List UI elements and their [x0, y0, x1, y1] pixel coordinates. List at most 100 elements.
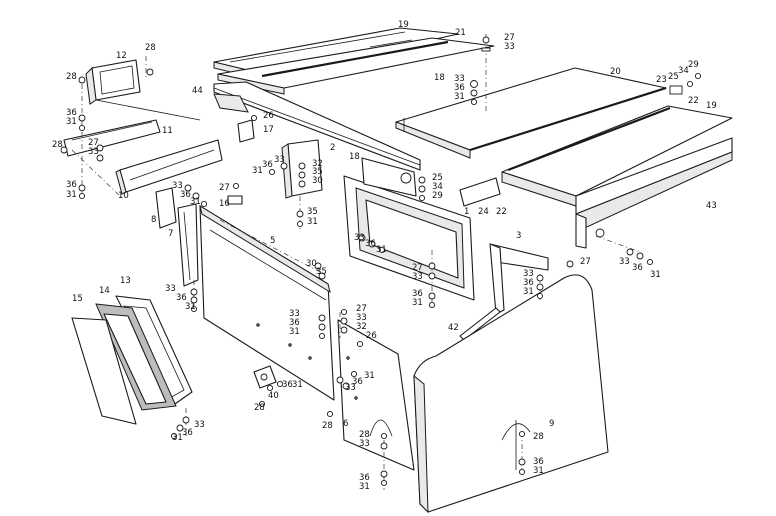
bracket-8 — [155, 187, 177, 229]
rail-10 — [115, 139, 223, 195]
callout-label: 31 — [289, 327, 300, 337]
callout-label: 26 — [263, 111, 274, 121]
callout-label: 26 — [366, 331, 377, 341]
callout-label: 9 — [549, 419, 554, 429]
callout-label: 19 — [706, 101, 717, 111]
callout-label: 3 — [516, 231, 521, 241]
callout-label: 11 — [162, 126, 173, 136]
roof-panel-20 — [395, 67, 667, 159]
callout-label: 33 — [504, 42, 515, 52]
callout-label: 31 — [359, 482, 370, 492]
callout-label: 35 — [307, 207, 318, 217]
callout-label: 18 — [349, 152, 360, 162]
callout-label: 33 — [454, 74, 465, 84]
callout-label: 8 — [151, 215, 156, 225]
side-panel-5 — [199, 204, 335, 401]
callout-label: 31 — [190, 197, 201, 207]
inner-panel-6 — [337, 319, 415, 471]
callout-label: 27 — [88, 138, 99, 148]
callout-label: 36 — [523, 278, 534, 288]
bracket-2 — [281, 139, 323, 199]
callout-label: 35 — [312, 167, 323, 177]
callout-label: 31 — [523, 287, 534, 297]
callout-label: 31 — [292, 380, 303, 390]
callout-label: 31 — [66, 190, 77, 200]
hardware-stack-right — [536, 248, 654, 300]
callout-label: 13 — [120, 276, 131, 286]
window-seal-14 — [95, 303, 177, 411]
callout-label: 36 — [365, 239, 376, 249]
callout-label: 33 — [289, 309, 300, 319]
callout-label: 33 — [359, 439, 370, 449]
side-rail-43 — [575, 137, 733, 249]
callout-label: 33 — [88, 147, 99, 157]
clip-17 — [237, 119, 255, 143]
callout-label: 1 — [464, 207, 469, 217]
callout-label: 36 — [352, 377, 363, 387]
callout-label: 31 — [185, 302, 196, 312]
callout-label: 31 — [252, 166, 263, 176]
callout-label: 31 — [307, 217, 318, 227]
callout-label: 36 — [289, 318, 300, 328]
callout-label: 25 — [668, 72, 679, 82]
callout-label: 28 — [533, 432, 544, 442]
callout-label: 31 — [650, 270, 661, 280]
hardware-stack-top-right — [470, 36, 702, 106]
callout-label: 24 — [478, 207, 489, 217]
top-bracket-11 — [63, 119, 161, 157]
window-glass-15 — [71, 317, 137, 425]
callout-label: 36 — [180, 190, 191, 200]
callout-label: 31 — [412, 298, 423, 308]
bar-42 — [459, 307, 501, 341]
callout-label: 28 — [52, 140, 63, 150]
callout-label: 36 — [66, 180, 77, 190]
callout-label: 27 — [356, 304, 367, 314]
callout-label: 36 — [282, 380, 293, 390]
callout-label: 27 — [412, 263, 423, 273]
callout-label: 33 — [345, 383, 356, 393]
callout-label: 44 — [192, 86, 203, 96]
callout-label: 36 — [262, 160, 273, 170]
callout-label: 28 — [359, 430, 370, 440]
post-7 — [177, 203, 199, 287]
callout-label: 29 — [432, 191, 443, 201]
callout-label: 36 — [412, 289, 423, 299]
callout-label: 33 — [523, 269, 534, 279]
callout-label: 5 — [270, 236, 275, 246]
callout-label: 33 — [194, 420, 205, 430]
side-frame-3 — [489, 243, 549, 315]
callout-label: 36 — [632, 263, 643, 273]
callout-label: 7 — [168, 229, 173, 239]
callout-label: 30 — [312, 176, 323, 186]
callout-label: 31 — [376, 245, 387, 255]
hinge-24 — [459, 177, 501, 207]
callout-label: 31 — [66, 117, 77, 127]
callout-label: 31 — [533, 466, 544, 476]
callout-label: 32 — [312, 159, 323, 169]
callout-label: 14 — [99, 286, 110, 296]
callout-label: 28 — [322, 421, 333, 431]
callout-label: 36 — [533, 457, 544, 467]
callout-label: 10 — [118, 191, 129, 201]
hardware-stack-center — [250, 114, 436, 348]
callout-label: 6 — [343, 419, 348, 429]
callout-label: 33 — [172, 181, 183, 191]
callout-label: 31 — [172, 433, 183, 443]
roof-panel-21 — [217, 37, 495, 95]
hardware-stack-left — [60, 68, 240, 208]
callout-label: 33 — [274, 155, 285, 165]
callout-label: 31 — [364, 371, 375, 381]
hinge-block-40 — [253, 365, 277, 389]
callout-label: 34 — [678, 66, 689, 76]
callout-label: 33 — [165, 284, 176, 294]
end-cap-12 — [85, 59, 201, 121]
callout-label: 28 — [254, 403, 265, 413]
callout-label: 25 — [432, 173, 443, 183]
callout-label: 19 — [398, 20, 409, 30]
door-panel-9 — [413, 274, 609, 514]
callout-label: 36 — [66, 108, 77, 118]
callout-label: 43 — [706, 201, 717, 211]
callout-label: 16 — [219, 199, 230, 209]
callout-label: 17 — [263, 125, 274, 135]
